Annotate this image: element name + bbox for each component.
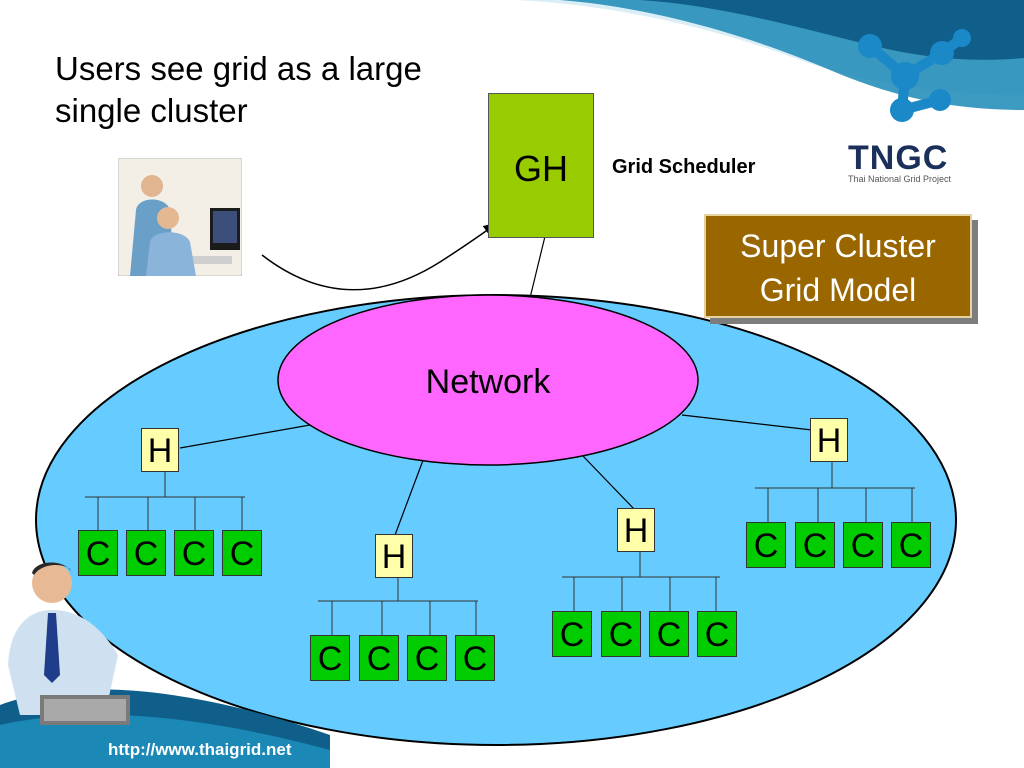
compute-node: C	[310, 635, 350, 681]
slide-title: Users see grid as a large single cluster	[55, 48, 515, 132]
tngc-logo-text: TNGC	[848, 139, 949, 177]
network-h3-link	[581, 454, 636, 511]
head-node-2: H	[375, 534, 413, 578]
compute-node: C	[552, 611, 592, 657]
network-h2-link	[394, 454, 426, 536]
compute-node: C	[746, 522, 786, 568]
footer-url: http://www.thaigrid.net	[108, 740, 292, 759]
compute-node: C	[174, 530, 214, 576]
compute-node: C	[126, 530, 166, 576]
compute-node: C	[222, 530, 262, 576]
network-label: Network	[426, 363, 552, 401]
compute-node: C	[697, 611, 737, 657]
super-cluster-box: Super Cluster Grid Model	[704, 214, 972, 318]
compute-node: C	[843, 522, 883, 568]
network-ellipse	[277, 294, 699, 466]
compute-node: C	[891, 522, 931, 568]
tngc-logo: TNGC Thai National Grid Project	[848, 140, 951, 184]
compute-node: C	[78, 530, 118, 576]
head-node-1: H	[141, 428, 179, 472]
molecule-logo-icon	[858, 29, 971, 122]
super-cluster-line-1: Super Cluster	[740, 228, 936, 264]
compute-node: C	[601, 611, 641, 657]
title-line-1: Users see grid as a large	[55, 50, 422, 87]
user-to-gh-arrow	[261, 222, 499, 291]
network-h1-link	[179, 424, 311, 449]
compute-node: C	[359, 635, 399, 681]
title-line-2: single cluster	[55, 92, 248, 129]
head-node-3: H	[617, 508, 655, 552]
compute-node: C	[407, 635, 447, 681]
users-at-computer-photo	[118, 158, 242, 276]
network-h4-link	[681, 414, 813, 431]
presenter-illustration	[0, 562, 330, 768]
super-cluster-line-2: Grid Model	[759, 272, 917, 308]
grid-scheduler-label: Grid Scheduler	[612, 156, 756, 178]
compute-node: C	[795, 522, 835, 568]
head-node-4: H	[810, 418, 848, 462]
compute-node: C	[455, 635, 495, 681]
compute-node: C	[649, 611, 689, 657]
grid-head-box: GH	[488, 93, 594, 238]
tngc-logo-subtitle: Thai National Grid Project	[848, 174, 952, 184]
